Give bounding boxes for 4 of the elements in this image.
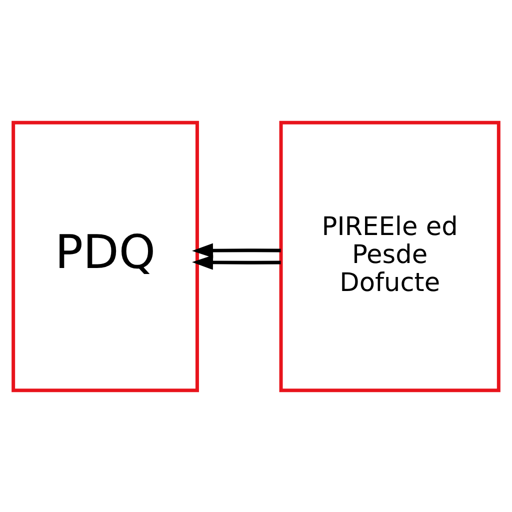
arrow xyxy=(192,254,281,270)
node-box: PIREEle ed Pesde Dofucte xyxy=(279,120,500,392)
arrow xyxy=(192,242,281,258)
node-box: PDQ xyxy=(12,120,199,392)
